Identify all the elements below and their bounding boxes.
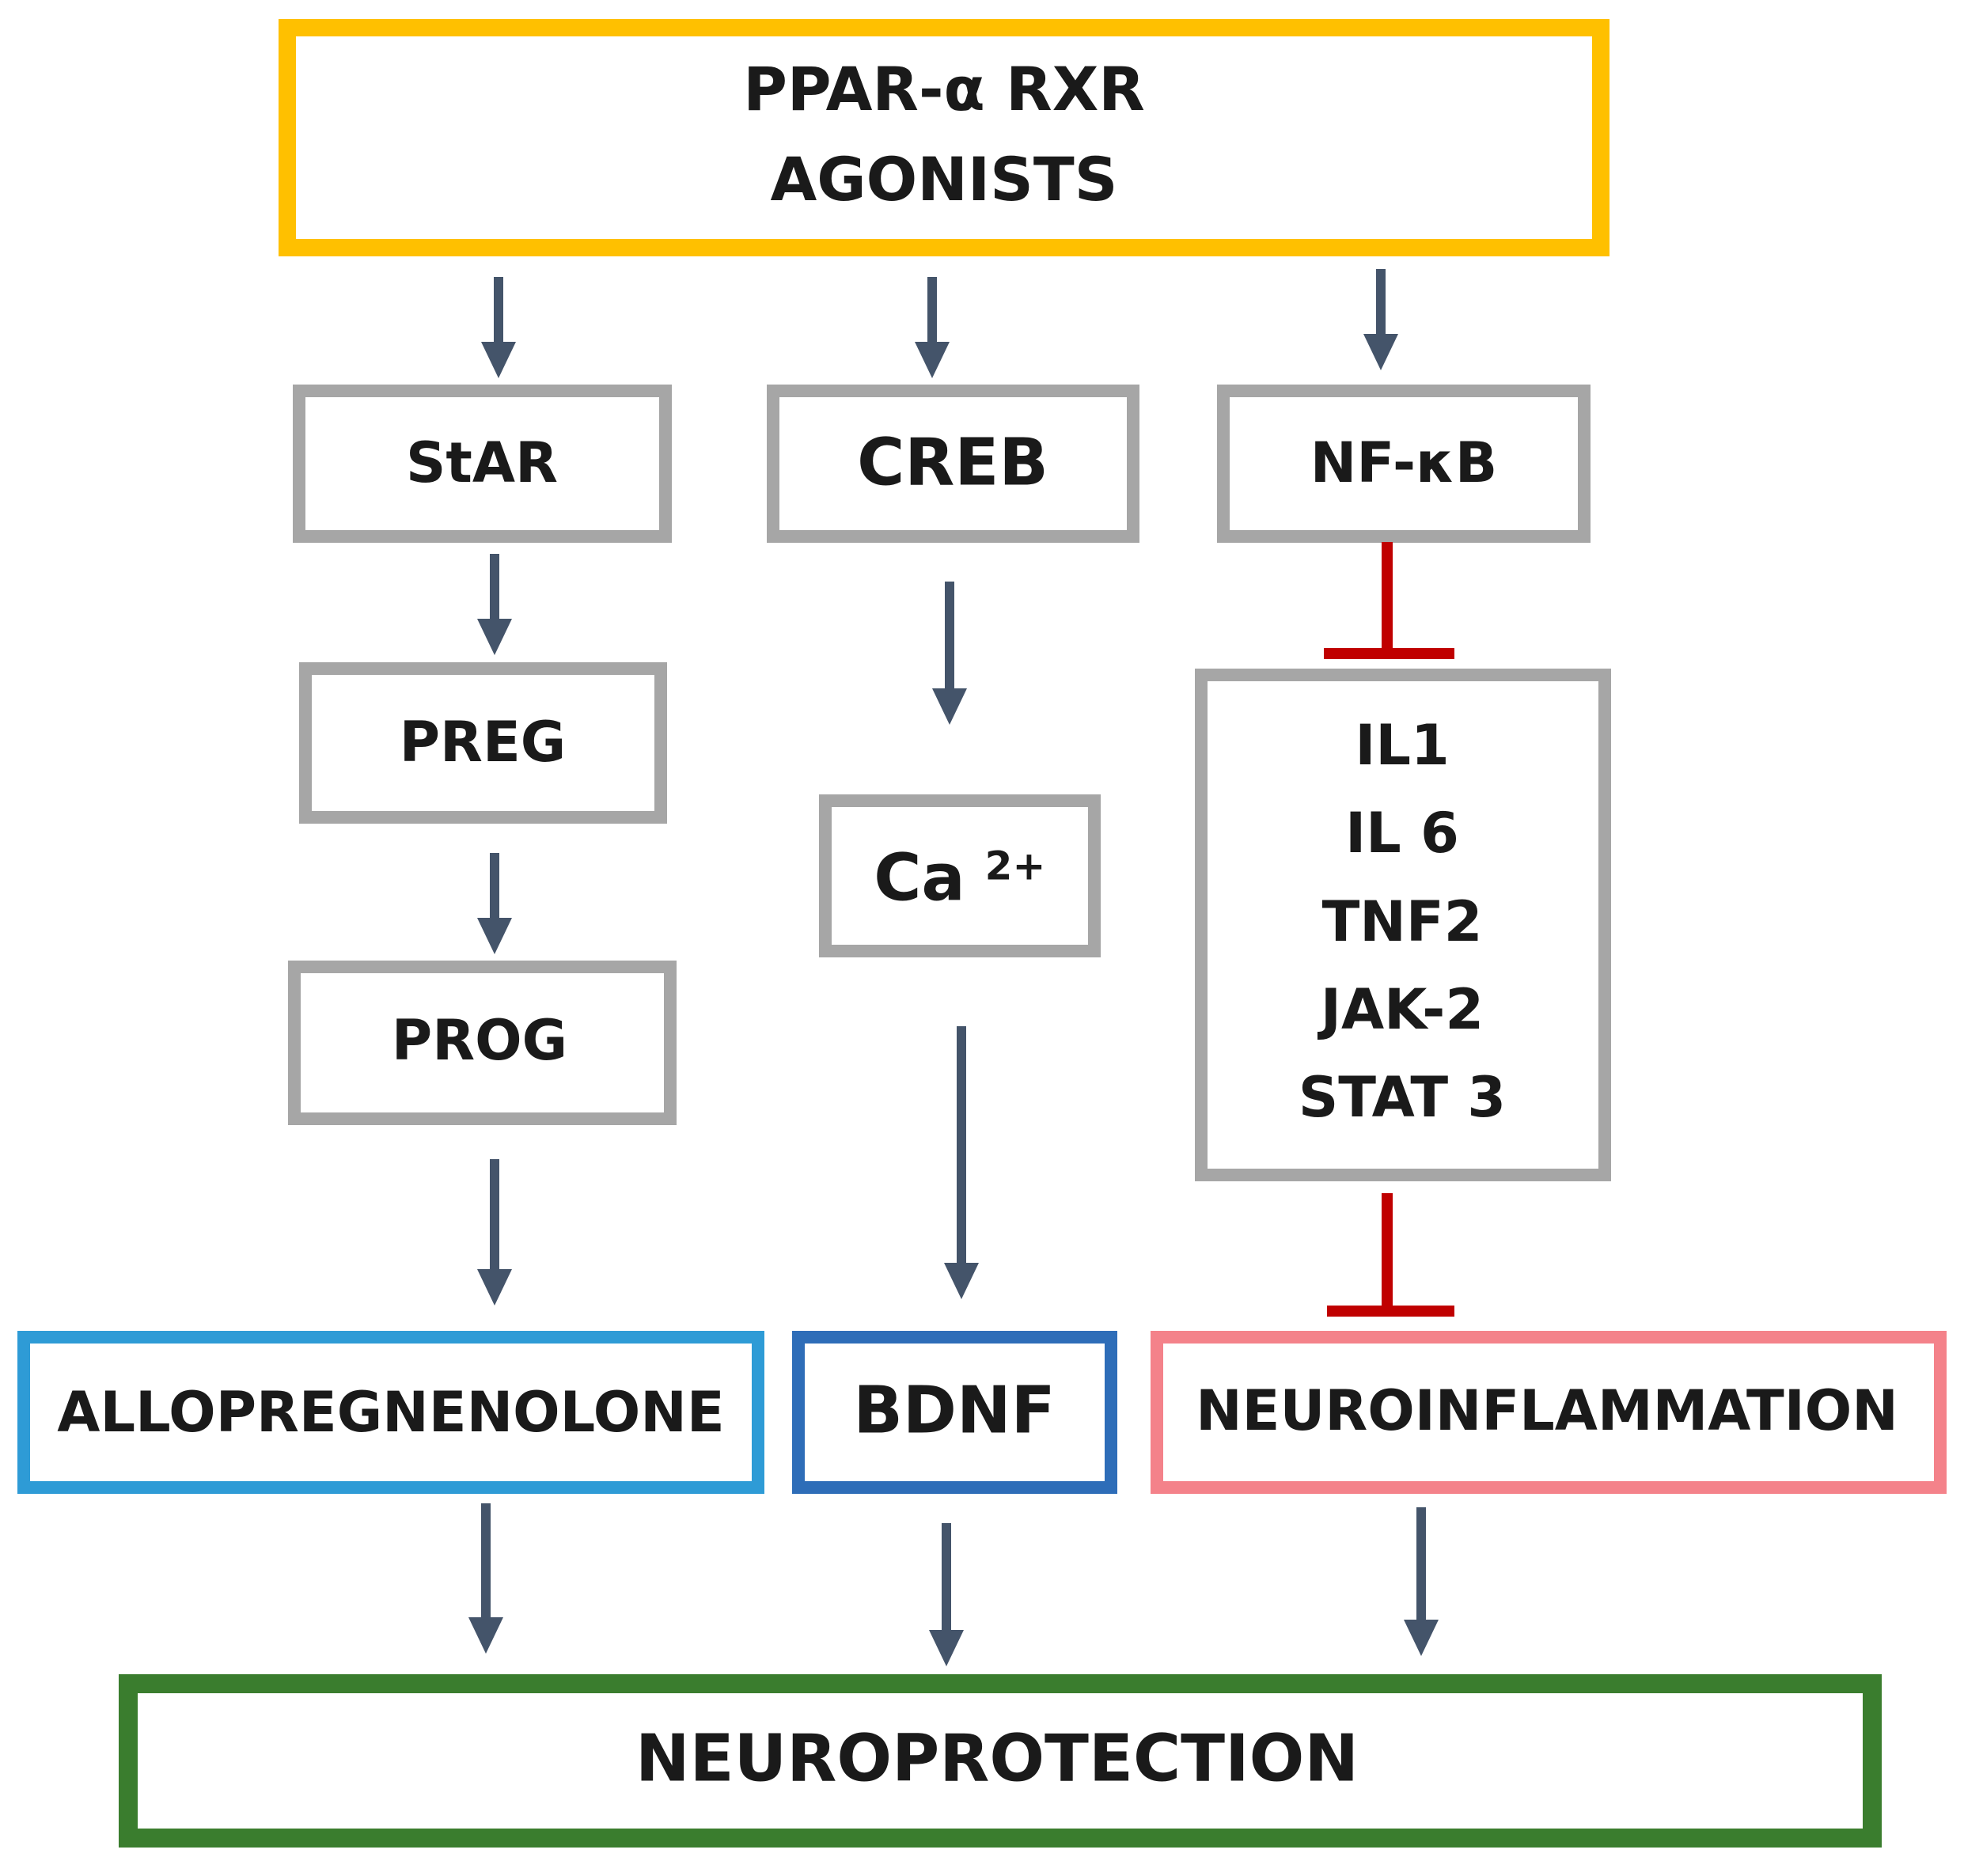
- preg-node: PREG: [299, 662, 667, 824]
- nfkb-node: NF-κB: [1217, 385, 1591, 543]
- agonists-title-line1: PPAR-α RXR: [743, 54, 1145, 124]
- cytokines-node: IL1 IL 6 TNF2 JAK-2 STAT 3: [1195, 669, 1611, 1181]
- bdnf-label: BDNF: [853, 1373, 1055, 1448]
- preg-label: PREG: [400, 710, 566, 775]
- activation-arrow-agonists-creb: [915, 277, 950, 378]
- prog-node: PROG: [288, 961, 677, 1125]
- creb-box: [767, 385, 1139, 543]
- inhibition-nfkb-cytokines: [1324, 542, 1454, 659]
- activation-arrow-agonists-nfkb: [1363, 269, 1398, 370]
- cytokine-stat3: STAT 3: [1299, 1065, 1506, 1130]
- activation-arrow-creb-ca: [932, 582, 967, 725]
- nfkb-box: [1217, 385, 1591, 543]
- cytokine-tnf2: TNF2: [1322, 889, 1483, 954]
- activation-arrow-neuroinflammation-neuroprotection: [1404, 1507, 1439, 1656]
- neuroprotection-node: NEUROPROTECTION: [119, 1674, 1882, 1848]
- star-label: StAR: [406, 430, 558, 495]
- cytokine-il1: IL1: [1355, 713, 1449, 778]
- neuroinflammation-label: NEUROINFLAMMATION: [1196, 1378, 1898, 1443]
- bdnf-box: [792, 1331, 1117, 1494]
- neuroinflammation-node: NEUROINFLAMMATION: [1151, 1331, 1947, 1494]
- nfkb-label: NF-κB: [1310, 430, 1497, 495]
- creb-label: CREB: [857, 425, 1048, 500]
- neuroprotection-label: NEUROPROTECTION: [635, 1721, 1359, 1796]
- activation-arrow-ca-bdnf: [944, 1026, 979, 1299]
- ca-node: Ca 2+: [819, 794, 1101, 957]
- agonists-box: [279, 19, 1609, 256]
- allopregnenolone-box: [17, 1331, 764, 1494]
- star-box: [293, 385, 672, 543]
- ca-superscript: 2+: [985, 843, 1046, 889]
- activation-arrow-star-preg: [477, 554, 512, 655]
- activation-arrow-preg-prog: [477, 853, 512, 954]
- activation-arrow-allopregnenolone-neuroprotection: [468, 1503, 503, 1654]
- cytokine-il6: IL 6: [1345, 801, 1459, 866]
- creb-node: CREB: [767, 385, 1139, 543]
- allopregnenolone-label: ALLOPREGNENOLONE: [57, 1380, 724, 1445]
- allopregnenolone-node: ALLOPREGNENOLONE: [17, 1331, 764, 1494]
- prog-label: PROG: [392, 1008, 567, 1073]
- neuroprotection-box: [119, 1674, 1882, 1848]
- star-node: StAR: [293, 385, 672, 543]
- ca-label: Ca: [874, 840, 965, 915]
- inhibition-cytokines-neuroinflammation: [1327, 1193, 1454, 1317]
- cytokines-box: [1195, 669, 1611, 1181]
- activation-arrow-prog-allopregnenolone: [477, 1159, 512, 1306]
- ca-box: [819, 794, 1101, 957]
- bdnf-node: BDNF: [792, 1331, 1117, 1494]
- prog-box: [288, 961, 677, 1125]
- neuroinflammation-box: [1151, 1331, 1947, 1494]
- agonists-title-line2: AGONISTS: [770, 144, 1117, 214]
- agonists-node: PPAR-α RXR AGONISTS: [279, 19, 1609, 256]
- activation-arrow-bdnf-neuroprotection: [929, 1523, 964, 1666]
- cytokine-jak2: JAK-2: [1318, 977, 1484, 1042]
- activation-arrow-agonists-star: [481, 277, 516, 378]
- preg-box: [299, 662, 667, 824]
